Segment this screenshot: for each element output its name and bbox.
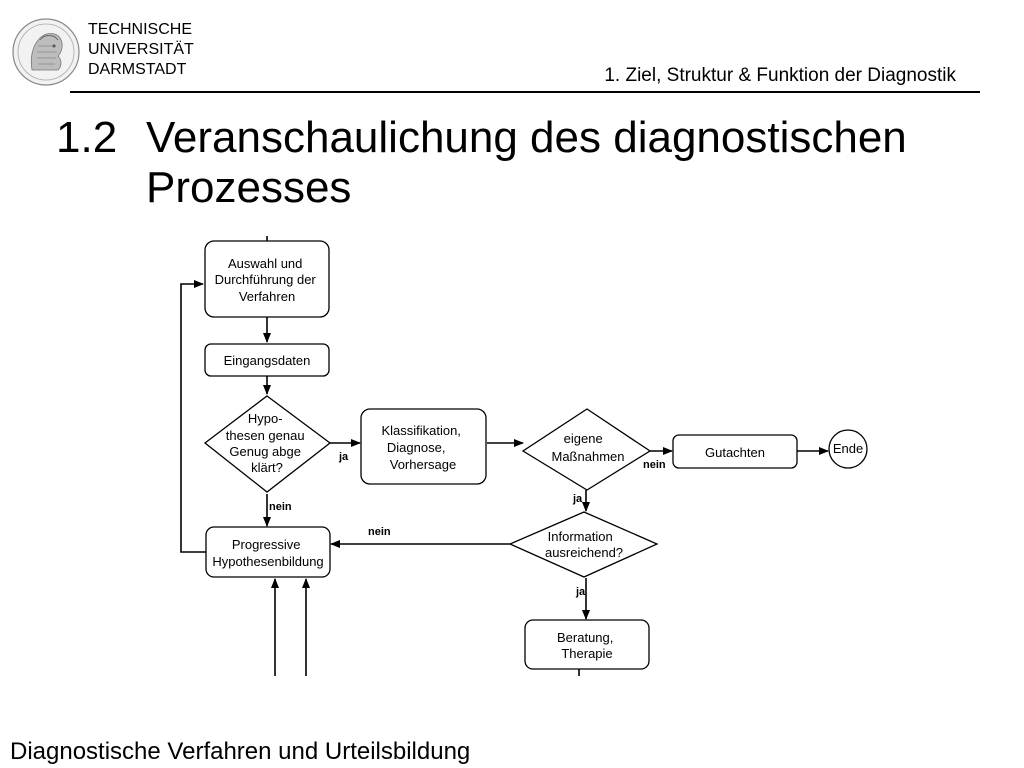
edge-label-hypo-ja: ja (338, 451, 349, 463)
slide-number: 1.2 (56, 113, 118, 162)
edge-label-info-ja: ja (575, 586, 586, 598)
edge-label-eigene-nein: nein (643, 459, 666, 471)
node-klass: Klassifikation, Diagnose, Vorhersage (381, 423, 464, 472)
node-ende-circle (828, 429, 868, 469)
edge-label-info-nein: nein (368, 526, 391, 538)
edge-progressive-auswahl (180, 280, 206, 553)
node-information-diamond (508, 511, 659, 578)
logo-line-2: UNIVERSITÄT (88, 41, 194, 58)
node-gutachten: Gutachten (705, 445, 765, 460)
slide-title-line-1: Veranschaulichung des diagnostischen (146, 113, 907, 162)
node-progressive: Progressive Hypothesenbildung (212, 537, 323, 569)
node-eingang: Eingangsdaten (224, 353, 311, 368)
node-beratung-box (524, 619, 650, 670)
node-eigene-diamond (521, 408, 652, 491)
node-progressive-box (205, 526, 331, 578)
node-hypo-diamond (203, 395, 332, 493)
node-auswahl-box (204, 240, 330, 318)
node-gutachten-box (672, 434, 798, 469)
node-eingang-box (204, 343, 330, 377)
node-klass-box (360, 408, 487, 485)
university-logo: TECHNISCHE UNIVERSITÄT DARMSTADT (10, 12, 200, 90)
footer-course-title: Diagnostische Verfahren und Urteilsbildu… (10, 738, 471, 765)
edge-label-eigene-ja: ja (572, 493, 583, 505)
node-eigene: eigene Maßnahmen (552, 431, 625, 464)
slide-title-line-2: Prozesses (146, 163, 352, 212)
logo-line-3: DARMSTADT (88, 61, 187, 78)
section-header: 1. Ziel, Struktur & Funktion der Diagnos… (604, 65, 956, 86)
edge-label-hypo-nein: nein (269, 501, 292, 513)
logo-line-1: TECHNISCHE (88, 21, 193, 38)
athena-seal-icon (12, 18, 80, 86)
logo-wordmark: TECHNISCHE UNIVERSITÄT DARMSTADT (88, 20, 194, 80)
node-hypo: Hypo- thesen genau Genug abge klärt? (226, 411, 308, 475)
node-ende: Ende (833, 441, 863, 456)
slide-title: Veranschaulichung des diagnostischen Pro… (146, 113, 966, 213)
node-information: Information ausreichend? (545, 529, 623, 560)
header-divider (70, 91, 980, 93)
node-beratung: Beratung, Therapie (557, 630, 617, 661)
node-auswahl: Auswahl und Durchführung der Verfahren (215, 256, 320, 304)
